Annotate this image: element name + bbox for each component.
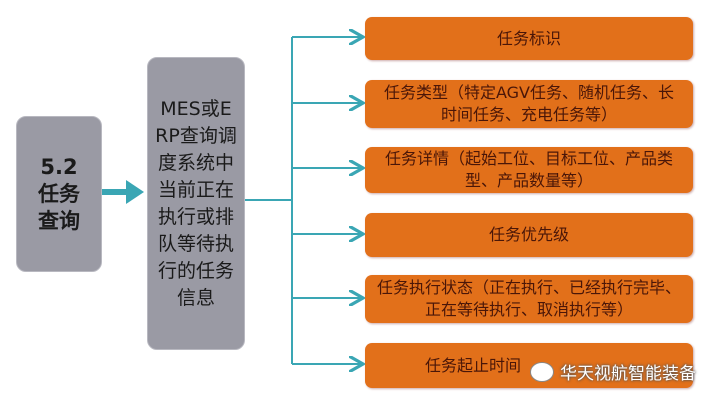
item-task-id: 任务标识 xyxy=(365,17,693,60)
watermark: 华天视航智能装备 xyxy=(530,359,696,384)
item-task-detail: 任务详情（起始工位、目标工位、产品类型、产品数量等） xyxy=(365,147,693,193)
section-title-2: 查询 xyxy=(38,208,80,233)
description-text: MES或ERP查询调度系统中当前正在执行或排队等待执行的任务信息 xyxy=(155,97,237,309)
item-task-type: 任务类型（特定AGV任务、随机任务、长时间任务、充电任务等） xyxy=(365,80,693,128)
item-task-priority: 任务优先级 xyxy=(365,213,693,257)
wechat-icon xyxy=(530,361,554,382)
section-number: 5.2 xyxy=(40,154,78,179)
section-title-1: 任务 xyxy=(38,181,80,206)
watermark-text: 华天视航智能装备 xyxy=(560,364,696,384)
description-box: MES或ERP查询调度系统中当前正在执行或排队等待执行的任务信息 xyxy=(147,57,245,350)
item-task-status: 任务执行状态（正在执行、已经执行完毕、正在等待执行、取消执行等） xyxy=(365,275,693,323)
item-task-time: 任务起止时间 xyxy=(365,343,693,388)
